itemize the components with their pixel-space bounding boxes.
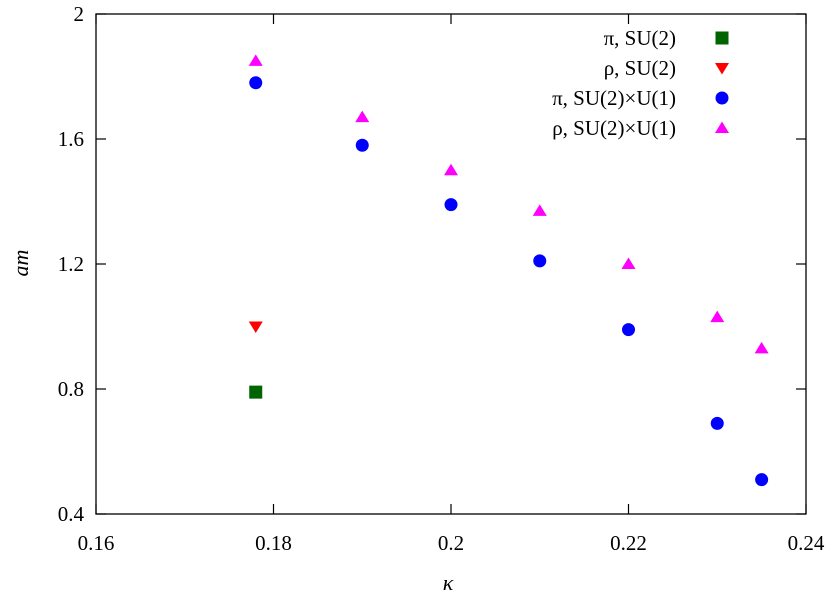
data-point-series-3 (249, 76, 263, 90)
legend-marker (715, 31, 729, 45)
data-point-series-1 (249, 385, 263, 399)
data-point-series-4 (621, 257, 636, 269)
data-point-series-3 (533, 254, 547, 268)
data-point-series-3 (755, 473, 769, 487)
plot-frame (95, 13, 807, 515)
x-tick-label: 0.24 (788, 531, 825, 555)
legend-marker (715, 63, 729, 75)
data-point-series-2 (248, 321, 263, 333)
legend-marker (715, 121, 729, 133)
data-point-series-4 (754, 341, 769, 354)
data-point-series-3 (355, 138, 369, 152)
x-tick-label: 0.16 (78, 531, 115, 555)
y-tick-label: 1.6 (58, 127, 84, 151)
y-tick-label: 0.4 (58, 502, 85, 526)
y-tick-label: 2 (74, 2, 85, 26)
y-tick-label: 0.8 (58, 377, 84, 401)
x-axis-label: κ (443, 570, 454, 595)
x-tick-label: 0.2 (438, 531, 464, 555)
y-axis-label: am (8, 250, 33, 277)
data-point-series-4 (355, 110, 370, 123)
data-point-series-4 (710, 310, 725, 323)
data-point-series-4 (248, 54, 263, 66)
data-point-series-3 (622, 323, 635, 337)
data-point-series-4 (532, 204, 547, 216)
x-tick-label: 0.18 (255, 531, 292, 555)
legend: π, SU(2) ρ, SU(2) π, SU(2)×U(1) ρ, SU(2)×U(… (552, 26, 729, 140)
y-tick-label: 1.2 (58, 252, 84, 276)
legend-label: ρ, SU(2)×U(1) (552, 116, 676, 140)
legend-label: ρ, SU(2) (604, 56, 676, 80)
legend-label: π, SU(2) (604, 26, 676, 50)
legend-label: π, SU(2)×U(1) (552, 86, 676, 110)
x-tick-label: 0.22 (610, 531, 647, 555)
data-point-series-3 (710, 416, 724, 430)
legend-marker (715, 91, 729, 105)
data-point-series-3 (444, 198, 458, 212)
data-point-series-4 (444, 163, 458, 176)
